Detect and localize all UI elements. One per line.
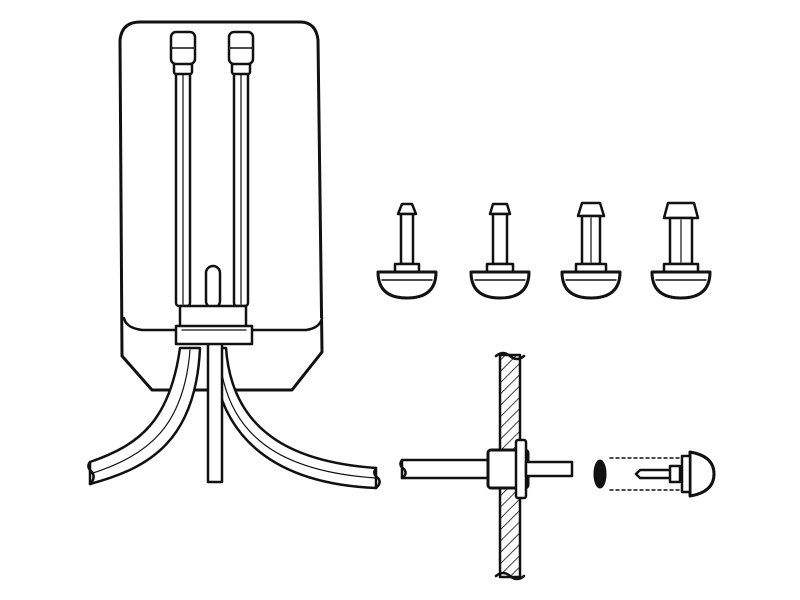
nozzle-variant-2 — [469, 202, 531, 300]
nozzle-variant-3 — [560, 201, 622, 300]
nozzle-pin — [634, 468, 674, 480]
hoses — [87, 338, 381, 490]
reservoir-assembly — [87, 20, 381, 490]
nozzle-variant-4 — [650, 201, 712, 300]
seal-ring — [593, 459, 607, 489]
reservoir-bottle — [118, 20, 324, 392]
connector-block — [174, 304, 254, 346]
center-post — [204, 264, 222, 310]
nozzle-variants — [376, 201, 712, 300]
nozzle-exploded-detail — [593, 450, 716, 498]
panel-hose-left — [400, 458, 496, 480]
panel-hose-right — [524, 460, 574, 478]
dip-tube-right — [227, 30, 255, 308]
nozzle-variant-1 — [376, 202, 438, 300]
panel-installation-detail — [399, 351, 574, 581]
nozzle-head — [688, 450, 716, 498]
dip-tube-left — [169, 30, 197, 308]
